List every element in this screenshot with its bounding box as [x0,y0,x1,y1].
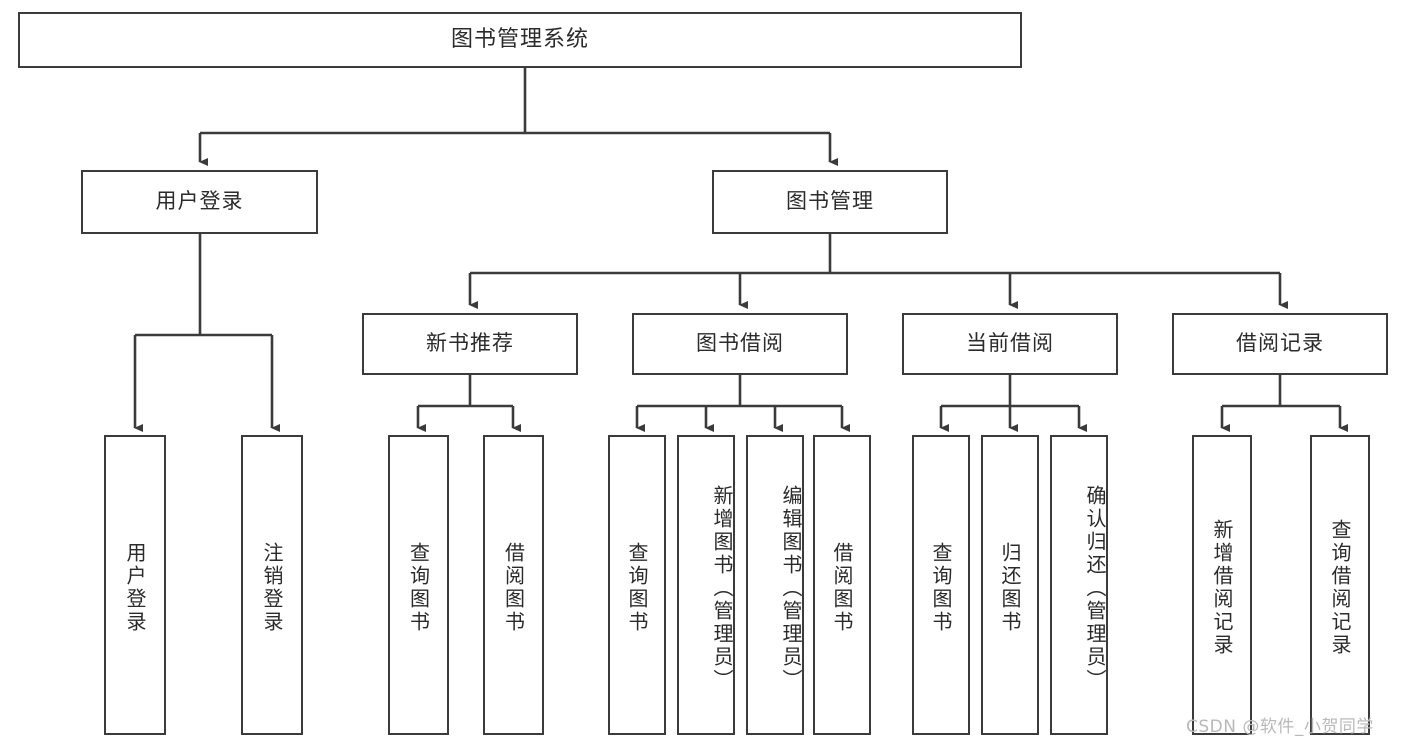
node-leaf-borrow-book-recommend-label: 借阅图书 [501,542,526,634]
node-leaf-add-borrow-record[interactable]: 新增借阅记录 [1192,435,1252,735]
node-new-book-recommend[interactable]: 新书推荐 [362,313,578,375]
node-leaf-user-login-label: 用户登录 [123,542,147,634]
node-current-borrow[interactable]: 当前借阅 [902,313,1118,375]
node-root-system[interactable]: 图书管理系统 [18,12,1022,68]
node-leaf-query-borrow-record[interactable]: 查询借阅记录 [1310,435,1370,735]
node-leaf-query-book-recommend[interactable]: 查询图书 [388,435,449,735]
node-leaf-add-book-admin-label: 新增图书（管理员） [710,484,734,692]
node-leaf-query-book-borrow[interactable]: 查询图书 [608,435,666,735]
node-user-login-label: 用户登录 [155,189,244,214]
node-borrow-record[interactable]: 借阅记录 [1172,313,1388,375]
node-leaf-query-book-current[interactable]: 查询图书 [912,435,970,735]
node-leaf-add-borrow-record-label: 新增借阅记录 [1210,519,1234,657]
node-leaf-borrow-book-recommend[interactable]: 借阅图书 [483,435,544,735]
node-leaf-return-book-label: 归还图书 [998,542,1022,634]
node-leaf-confirm-return-admin-label: 确认归还（管理员） [1083,484,1107,692]
node-leaf-borrow-book[interactable]: 借阅图书 [813,435,871,735]
node-user-login[interactable]: 用户登录 [81,170,318,234]
node-leaf-query-book-recommend-label: 查询图书 [406,542,431,634]
node-book-borrow[interactable]: 图书借阅 [632,313,848,375]
node-leaf-user-login[interactable]: 用户登录 [104,435,166,735]
node-leaf-logout-login[interactable]: 注销登录 [241,435,303,735]
node-book-borrow-label: 图书借阅 [696,331,784,356]
node-root-label: 图书管理系统 [450,26,589,52]
node-leaf-confirm-return-admin[interactable]: 确认归还（管理员） [1050,435,1108,735]
node-book-management-label: 图书管理 [786,189,874,214]
node-current-borrow-label: 当前借阅 [966,331,1054,356]
node-leaf-borrow-book-label: 借阅图书 [830,542,854,634]
node-new-book-recommend-label: 新书推荐 [426,331,514,356]
node-leaf-query-book-borrow-label: 查询图书 [625,542,649,634]
node-leaf-add-book-admin[interactable]: 新增图书（管理员） [677,435,735,735]
csdn-watermark: CSDN @软件_小贺同学 [1186,717,1374,737]
node-borrow-record-label: 借阅记录 [1236,331,1324,356]
node-leaf-logout-login-label: 注销登录 [260,542,284,634]
node-leaf-query-borrow-record-label: 查询借阅记录 [1328,519,1352,657]
node-leaf-query-book-current-label: 查询图书 [929,542,953,634]
node-leaf-return-book[interactable]: 归还图书 [981,435,1039,735]
node-leaf-edit-book-admin[interactable]: 编辑图书（管理员） [746,435,804,735]
node-leaf-edit-book-admin-label: 编辑图书（管理员） [779,484,803,692]
node-book-management[interactable]: 图书管理 [712,170,948,234]
